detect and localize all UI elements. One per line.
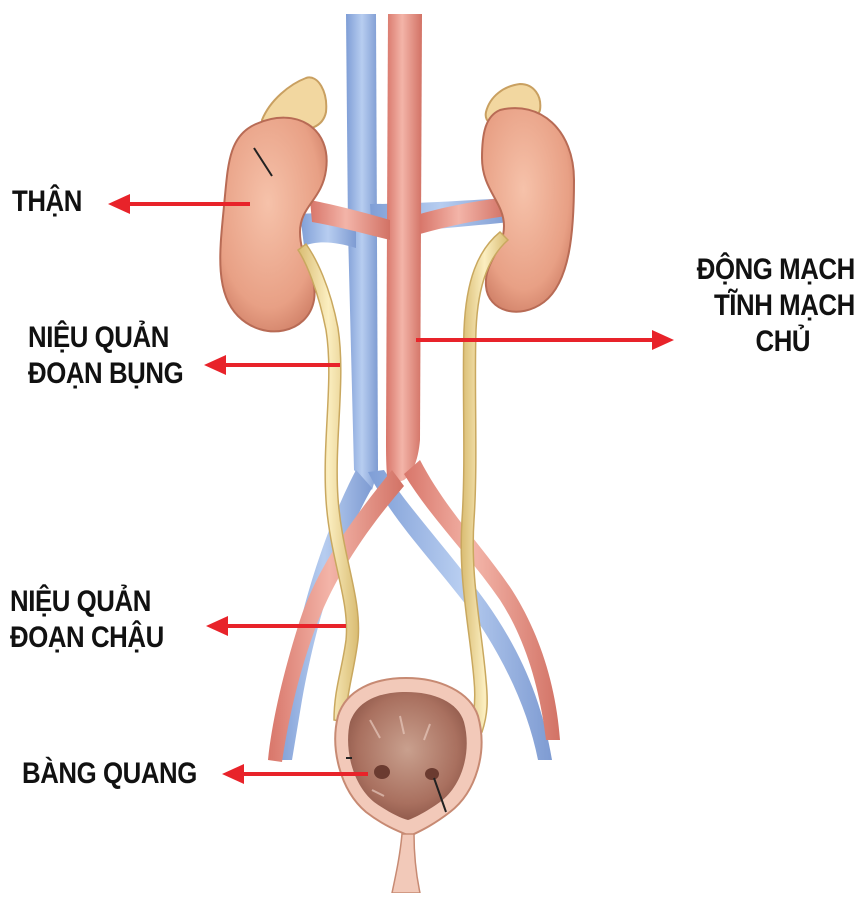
label-dong-tinh-mach-chu: ĐỘNG MẠCH TĨNH MẠCH CHỦ [697,252,855,360]
label-than: THẬN [12,184,82,220]
label-bang-quang: BÀNG QUANG [22,756,197,792]
label-nieu-quan-doan-bung: NIỆU QUẢN ĐOẠN BỤNG [28,320,183,392]
label-nieu-quan-doan-chau: NIỆU QUẢN ĐOẠN CHẬU [10,584,164,656]
bladder [335,678,481,893]
